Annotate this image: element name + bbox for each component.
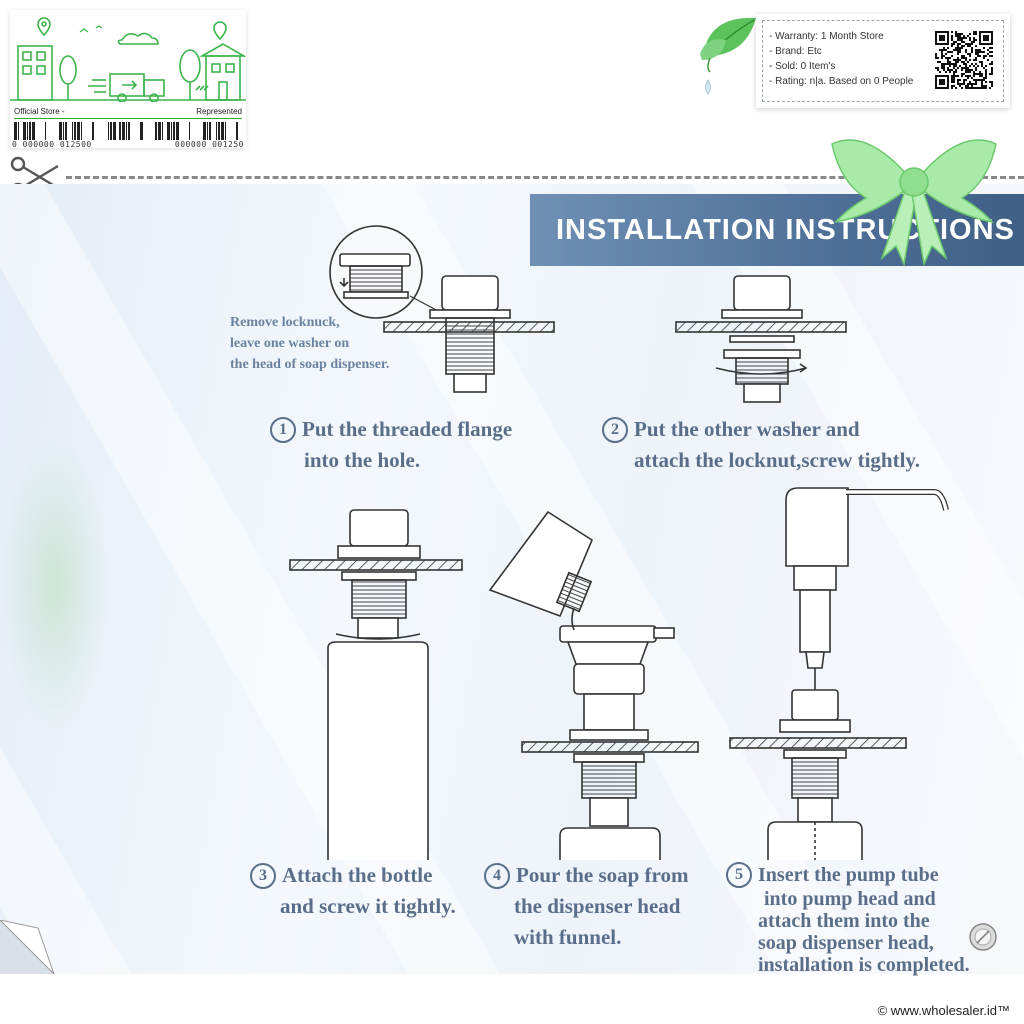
ribbon-bow-icon <box>831 139 997 267</box>
step-line: Pour the soap from <box>516 863 689 887</box>
step-line: soap dispenser head, <box>758 932 934 954</box>
qr-code <box>935 31 993 89</box>
step-line: installation is completed. <box>758 954 970 976</box>
step-line: Put the threaded flange <box>302 417 513 441</box>
warranty-text: - Warranty: 1 Month Store <box>769 31 884 42</box>
step-line: Put the other washer and <box>634 417 860 441</box>
page-peel-icon <box>0 920 55 974</box>
store-illustration <box>10 17 246 102</box>
step-number: 1 <box>270 417 296 443</box>
step-line: Attach the bottle <box>282 863 433 887</box>
step-line: attach them into the <box>758 910 930 932</box>
step-line: attach the locknut,screw tightly. <box>634 448 921 472</box>
note-line: Remove locknuck, <box>230 315 340 330</box>
barcode-number-right: 000000 001250 <box>174 140 244 149</box>
step-line: into the hole. <box>304 448 421 472</box>
official-store-label: Official Store - <box>14 106 65 116</box>
step-number: 2 <box>602 417 628 443</box>
cut-line <box>66 176 1024 179</box>
info-card: - Warranty: 1 Month Store - Brand: Etc -… <box>756 14 1010 108</box>
step-number: 5 <box>726 862 752 888</box>
leaf-icon <box>700 17 756 95</box>
step-line: with funnel. <box>514 925 622 949</box>
store-card: Official Store - Represented 0 000000 01… <box>10 10 246 149</box>
step-5: 5 Insert the pump tube into pump head and… <box>726 862 970 976</box>
barcode <box>14 122 238 140</box>
note-line: leave one washer on <box>230 336 350 351</box>
step-number: 3 <box>250 863 276 889</box>
step-line: Insert the pump tube <box>758 864 939 886</box>
locknut-note: Remove locknuck, leave one washer on the… <box>230 312 440 375</box>
copyright-footer: © www.wholesaler.id™ <box>877 1003 1010 1018</box>
step-line: the dispenser head <box>514 894 681 918</box>
brand-text: - Brand: Etc <box>769 46 822 57</box>
represented-label: Represented <box>196 106 242 116</box>
step-number: 4 <box>484 863 510 889</box>
note-line: the head of soap dispenser. <box>230 357 390 372</box>
bolt-icon <box>969 923 997 951</box>
sold-text: - Sold: 0 Item's <box>769 61 836 72</box>
rating-text: - Rating: n|a. Based on 0 People <box>769 76 914 87</box>
step-line: and screw it tightly. <box>280 894 456 918</box>
barcode-number-left: 0 000000 012500 <box>12 140 92 149</box>
step-line: into pump head and <box>764 888 936 910</box>
